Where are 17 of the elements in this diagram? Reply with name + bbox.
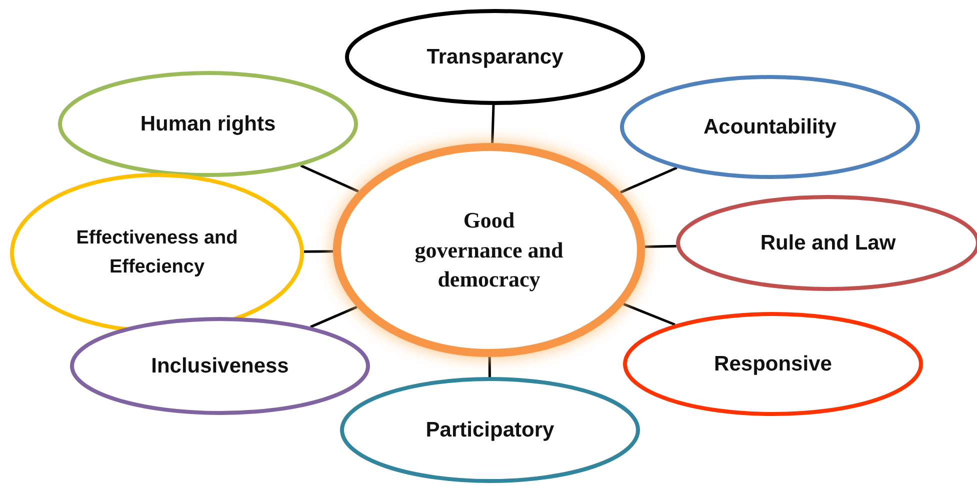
node-label: Rule and Law — [759, 230, 897, 256]
node-label: Effectiveness and Effeciency — [75, 226, 239, 279]
node-label: Human rights — [139, 111, 277, 138]
node-label: Transparancy — [426, 44, 564, 70]
node-label: Responsive — [713, 351, 833, 378]
connector-line — [304, 250, 334, 253]
node-label: Inclusiveness — [150, 353, 290, 380]
node-label: Good governance and democracy — [414, 206, 564, 294]
connector-line — [488, 357, 491, 377]
connector-line — [620, 166, 678, 194]
connector-line — [491, 104, 495, 144]
node-label: Acountability — [702, 114, 838, 140]
connector-line — [644, 244, 676, 248]
connector-line — [623, 302, 676, 326]
connector-line — [310, 306, 358, 328]
node-label: Participatory — [424, 417, 556, 444]
connector-line — [300, 164, 359, 193]
